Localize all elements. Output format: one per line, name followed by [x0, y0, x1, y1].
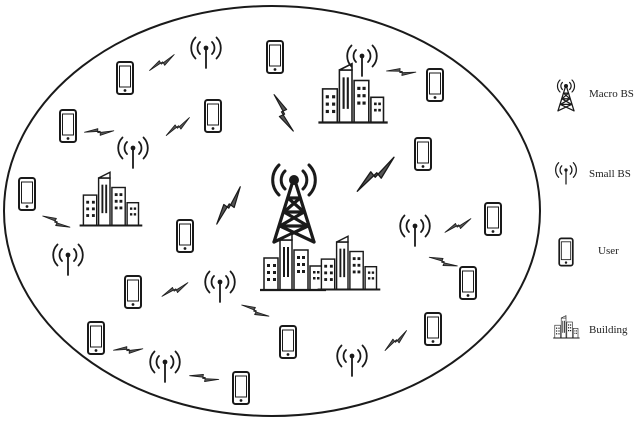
user-phone-icon: [232, 371, 250, 405]
user-phone-icon: [459, 266, 477, 300]
wireless-link-icon: [428, 249, 458, 274]
small-bs-icon: [336, 344, 368, 377]
user-phone-icon: [87, 321, 105, 355]
wireless-link-icon: [207, 186, 250, 225]
legend-label-macro-bs: Macro BS: [589, 88, 634, 100]
building-icon: [258, 232, 328, 292]
user-phone-icon: [414, 137, 432, 171]
user-phone-icon: [18, 177, 36, 211]
small-bs-icon: [399, 214, 431, 247]
legend-user-icon: [558, 237, 574, 267]
wireless-link-icon: [42, 208, 71, 235]
legend-macro-bs-icon: [556, 79, 576, 112]
wireless-link-icon: [159, 282, 190, 297]
user-phone-icon: [124, 275, 142, 309]
coverage-ellipse: [3, 5, 541, 417]
macro-bs-icon: [271, 163, 317, 244]
legend-label-small-bs: Small BS: [589, 168, 631, 180]
wireless-link-icon: [380, 330, 411, 351]
small-bs-icon: [190, 36, 222, 69]
building-icon: [317, 62, 389, 124]
user-phone-icon: [116, 61, 134, 95]
building-icon: [316, 235, 382, 291]
small-bs-icon: [52, 243, 84, 276]
user-phone-icon: [266, 40, 284, 74]
user-phone-icon: [176, 219, 194, 253]
wireless-link-icon: [350, 156, 402, 192]
legend-small-bs-icon: [555, 162, 577, 185]
wireless-link-icon: [84, 123, 115, 140]
user-phone-icon: [204, 99, 222, 133]
user-phone-icon: [279, 325, 297, 359]
user-phone-icon: [59, 109, 77, 143]
wireless-link-icon: [189, 367, 220, 388]
wireless-link-icon: [162, 117, 193, 136]
wireless-link-icon: [113, 341, 144, 358]
wireless-link-icon: [241, 297, 270, 324]
wireless-link-icon: [146, 54, 177, 71]
user-phone-icon: [426, 68, 444, 102]
legend-label-user: User: [598, 245, 619, 257]
user-phone-icon: [424, 312, 442, 346]
legend-building-icon: [552, 315, 581, 339]
small-bs-icon: [149, 350, 181, 383]
wireless-link-icon: [386, 62, 417, 81]
small-bs-icon: [204, 270, 236, 303]
user-phone-icon: [484, 202, 502, 236]
wireless-link-icon: [273, 91, 294, 134]
legend-label-building: Building: [589, 324, 628, 336]
building-icon: [78, 171, 144, 227]
small-bs-icon: [117, 136, 149, 169]
wireless-link-icon: [442, 218, 473, 233]
